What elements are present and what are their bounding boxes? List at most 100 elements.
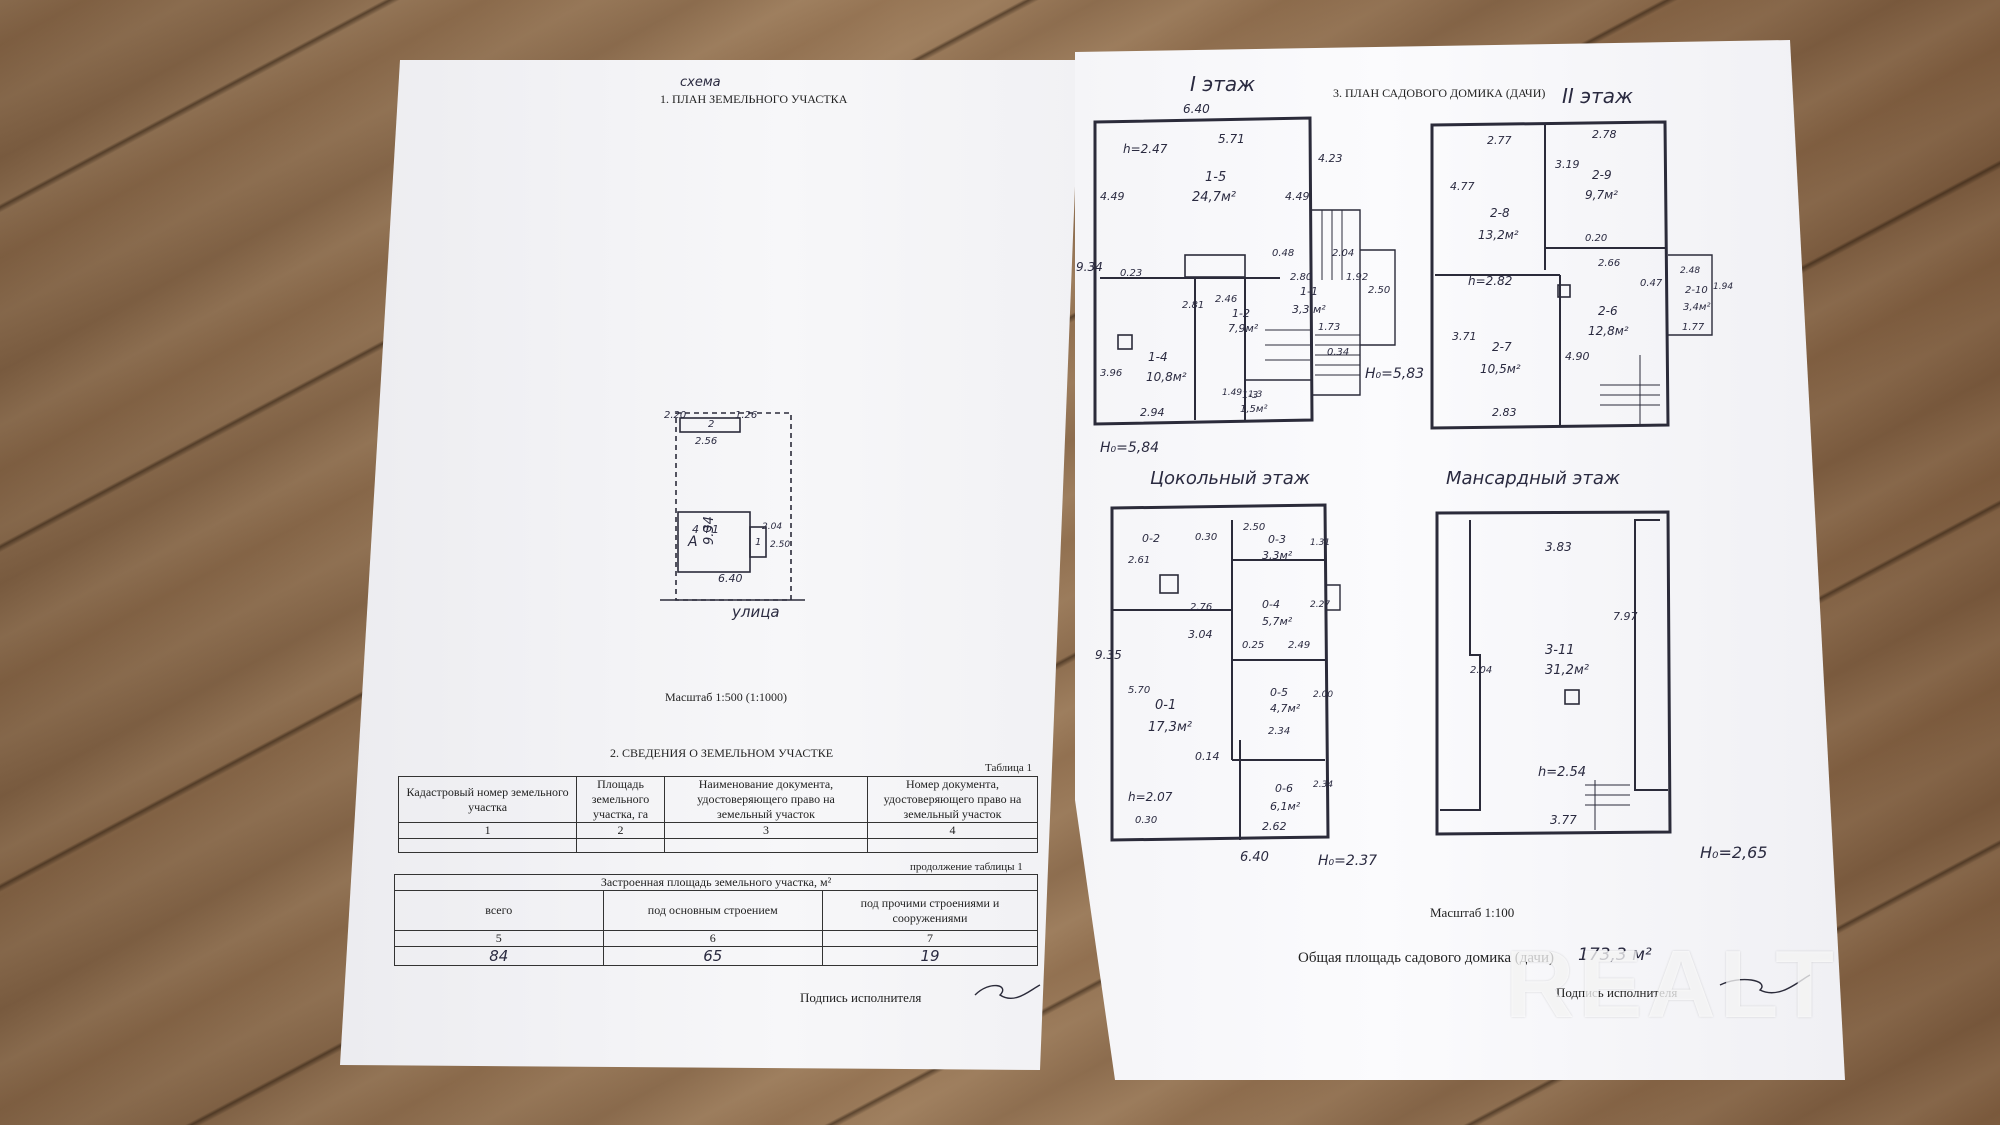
room-1-2-area: 7,9м²: [1228, 322, 1259, 335]
table2-header: всего: [394, 890, 604, 931]
b-dim-261: 2.61: [1128, 555, 1151, 566]
b-dim-025: 0.25: [1242, 640, 1265, 651]
b-h0: Н₀=2.37: [1318, 853, 1378, 869]
section1-title: 1. ПЛАН ЗЕМЕЛЬНОГО УЧАСТКА: [660, 92, 848, 106]
scheme-handwritten: схема: [680, 75, 721, 90]
b-dim-014: 0.14: [1195, 750, 1220, 763]
realt-watermark: REALT: [1505, 931, 1838, 1038]
table2-header-row: всего под основным строением под прочими…: [394, 890, 1039, 931]
room-2-7-id: 2-7: [1492, 340, 1512, 354]
room-1-3-id: 1-3: [1242, 390, 1259, 401]
room-1-5-id: 1-5: [1205, 170, 1227, 185]
attic-title: Мансардный этаж: [1446, 468, 1621, 489]
table2: Застроенная площадь земельного участка, …: [394, 874, 1039, 966]
table1-num-row: 1 2 3 4: [397, 822, 1038, 839]
b-dim-250: 2.50: [1243, 522, 1266, 533]
table1-num: 2: [576, 822, 665, 839]
f2-dim-278: 2.78: [1592, 128, 1617, 141]
table2-header: под прочими строениями и сооружениями: [821, 890, 1039, 931]
table2-num: 7: [821, 930, 1039, 947]
right-signature-label: Подпись исполнителя: [1556, 985, 1678, 1000]
f1-dim-left-a: 4.49: [1100, 190, 1125, 203]
f1-dim-side: 9.34: [1076, 260, 1103, 274]
table2-value-row: 84 65 19: [394, 946, 1039, 966]
floor2-drawing: [1430, 120, 1713, 430]
b-dim-276: 2.76: [1190, 602, 1213, 613]
b-dim-304: 3.04: [1188, 628, 1213, 641]
a-h0: Н₀=2,65: [1700, 843, 1768, 862]
left-signature-label: Подпись исполнителя: [800, 990, 922, 1005]
room-2-8-id: 2-8: [1490, 206, 1510, 220]
f2-dim-319: 3.19: [1555, 158, 1580, 171]
room-1-3-area: 1,5м²: [1240, 404, 1268, 415]
site-dim-bottom: 6.40: [718, 572, 743, 585]
b-room-0-2-id: 0-2: [1142, 532, 1160, 545]
f1-h0: Н₀=5,84: [1100, 440, 1160, 456]
b-dim-h: h=2.07: [1128, 790, 1173, 804]
street-label: улица: [732, 603, 780, 621]
table1: Кадастровый номер земельного участка Пло…: [397, 776, 1038, 853]
b-dim-2342: 2.34: [1313, 780, 1334, 790]
a-dim-204: 2.04: [1470, 665, 1493, 676]
table2-value: 65: [602, 946, 823, 966]
b-dim-935: 9.35: [1095, 648, 1122, 662]
attic-drawing: [1435, 510, 1672, 836]
a-room-3-11-area: 31,2м²: [1545, 663, 1589, 678]
b-dim-262: 2.62: [1262, 820, 1287, 833]
f2-dim-020: 0.20: [1585, 233, 1608, 244]
room-1-4-id: 1-4: [1148, 350, 1168, 364]
room-2-6-area: 12,8м²: [1588, 324, 1629, 338]
floor1-drawing: [1093, 116, 1396, 426]
b-room-0-4-area: 5,7м²: [1262, 615, 1293, 628]
table1-empty-row: [397, 838, 1038, 853]
basement-drawing: [1110, 503, 1341, 842]
table2-header: под основным строением: [602, 890, 823, 931]
f2-dim-266: 2.66: [1598, 258, 1621, 269]
f1-dim-280: 2.80: [1290, 272, 1313, 283]
f1-dim-034: 0.34: [1327, 347, 1350, 358]
site-dim-porch-b: 2.50: [770, 540, 791, 550]
left-signature: [974, 984, 1041, 1000]
f1-dim-top: 6.40: [1183, 102, 1210, 116]
room-2-7-area: 10,5м²: [1480, 362, 1521, 376]
site-plan-drawing: [660, 412, 805, 601]
b-room-0-5-area: 4,7м²: [1270, 702, 1301, 715]
f2-dim-490: 4.90: [1565, 350, 1590, 363]
b-room-0-3-area: 3,3м²: [1262, 549, 1293, 562]
b-dim-bottom: 6.40: [1240, 850, 1269, 865]
right-signature: [1719, 974, 1811, 994]
f1-dim-right-a: 4.49: [1285, 190, 1310, 203]
f1-dim-246: 2.46: [1215, 294, 1238, 305]
room-1-1-area: 3,3 м²: [1292, 303, 1326, 316]
f1-dim-149: 1.49: [1222, 388, 1243, 398]
a-dim-377: 3.77: [1550, 813, 1577, 827]
f2-dim-283: 2.83: [1492, 406, 1517, 419]
b-dim-234: 2.34: [1268, 726, 1291, 737]
a-dim-h: h=2.54: [1538, 765, 1587, 780]
table1-continuation: продолжение таблицы 1: [910, 861, 1023, 873]
room-2-6-id: 2-6: [1598, 304, 1618, 318]
f2-dim-277: 2.77: [1487, 134, 1512, 147]
room-1-5-area: 24,7м²: [1192, 190, 1236, 205]
table2-title-row: Застроенная площадь земельного участка, …: [394, 874, 1038, 891]
b-dim-200: 2.00: [1313, 690, 1334, 700]
total-area-label: Общая площадь садового домика (дачи): [1298, 950, 1554, 966]
f1-dim-204: 2.04: [1332, 248, 1355, 259]
room-2-10-id: 2-10: [1685, 285, 1708, 296]
floor2-title: II этаж: [1562, 84, 1634, 108]
f1-dim-h: h=2.47: [1123, 142, 1168, 156]
site-dim-porch-a: 2.04: [762, 522, 783, 532]
a-dim-383: 3.83: [1545, 540, 1572, 554]
table1-header: Площадь земельного участка, га: [576, 776, 665, 823]
room-2-9-id: 2-9: [1592, 168, 1612, 182]
table2-value: 84: [394, 946, 604, 966]
site-dim-shed: 2.56: [695, 436, 718, 447]
table1-num: 4: [867, 822, 1038, 839]
f1-dim-396: 3.96: [1100, 368, 1123, 379]
site-label-2: 2: [708, 419, 715, 430]
f1-dim-right-b: 4.23: [1318, 152, 1343, 165]
b-room-0-6-area: 6,1м²: [1270, 800, 1301, 813]
room-1-2-id: 1-2: [1232, 307, 1250, 320]
b-dim-227: 2.27: [1310, 600, 1331, 610]
basement-title: Цокольный этаж: [1150, 468, 1310, 489]
